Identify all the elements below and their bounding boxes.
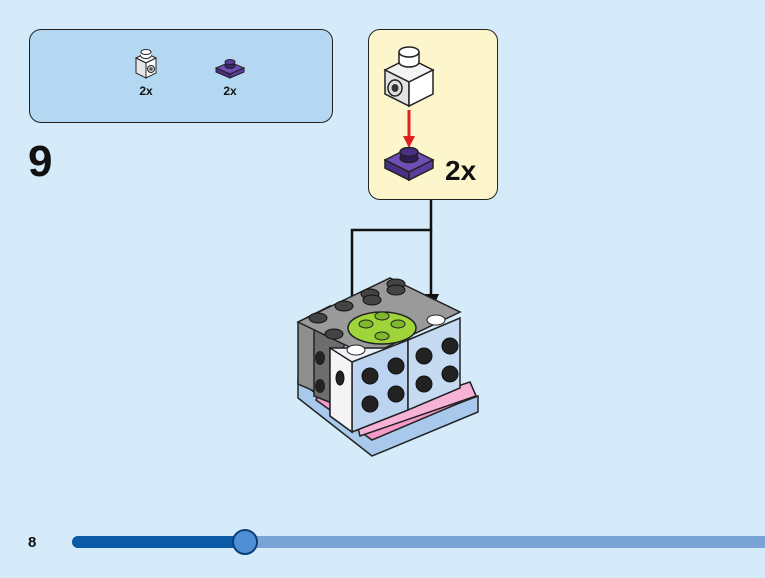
part-quantity: 2x	[223, 84, 237, 98]
white-brick-icon	[383, 46, 435, 108]
assembly-arrow-icon	[403, 110, 415, 148]
subassembly-callout: 2x	[368, 29, 498, 200]
progress-fill	[72, 536, 245, 548]
part-white-brick: 2x	[126, 48, 166, 98]
subassembly-illustration	[383, 46, 435, 182]
progress-bar	[72, 529, 765, 555]
part-quantity: 2x	[139, 84, 153, 98]
step-number: 9	[28, 137, 53, 186]
callout-quantity: 2x	[445, 155, 477, 186]
purple-plate-icon	[383, 146, 435, 182]
parts-list-panel: 2x 2x	[29, 29, 333, 123]
purple-plate-icon	[214, 59, 246, 79]
white-brick-icon	[134, 49, 158, 79]
page-number: 8	[28, 534, 37, 551]
part-purple-plate: 2x	[210, 48, 250, 98]
progress-knob	[232, 529, 258, 555]
